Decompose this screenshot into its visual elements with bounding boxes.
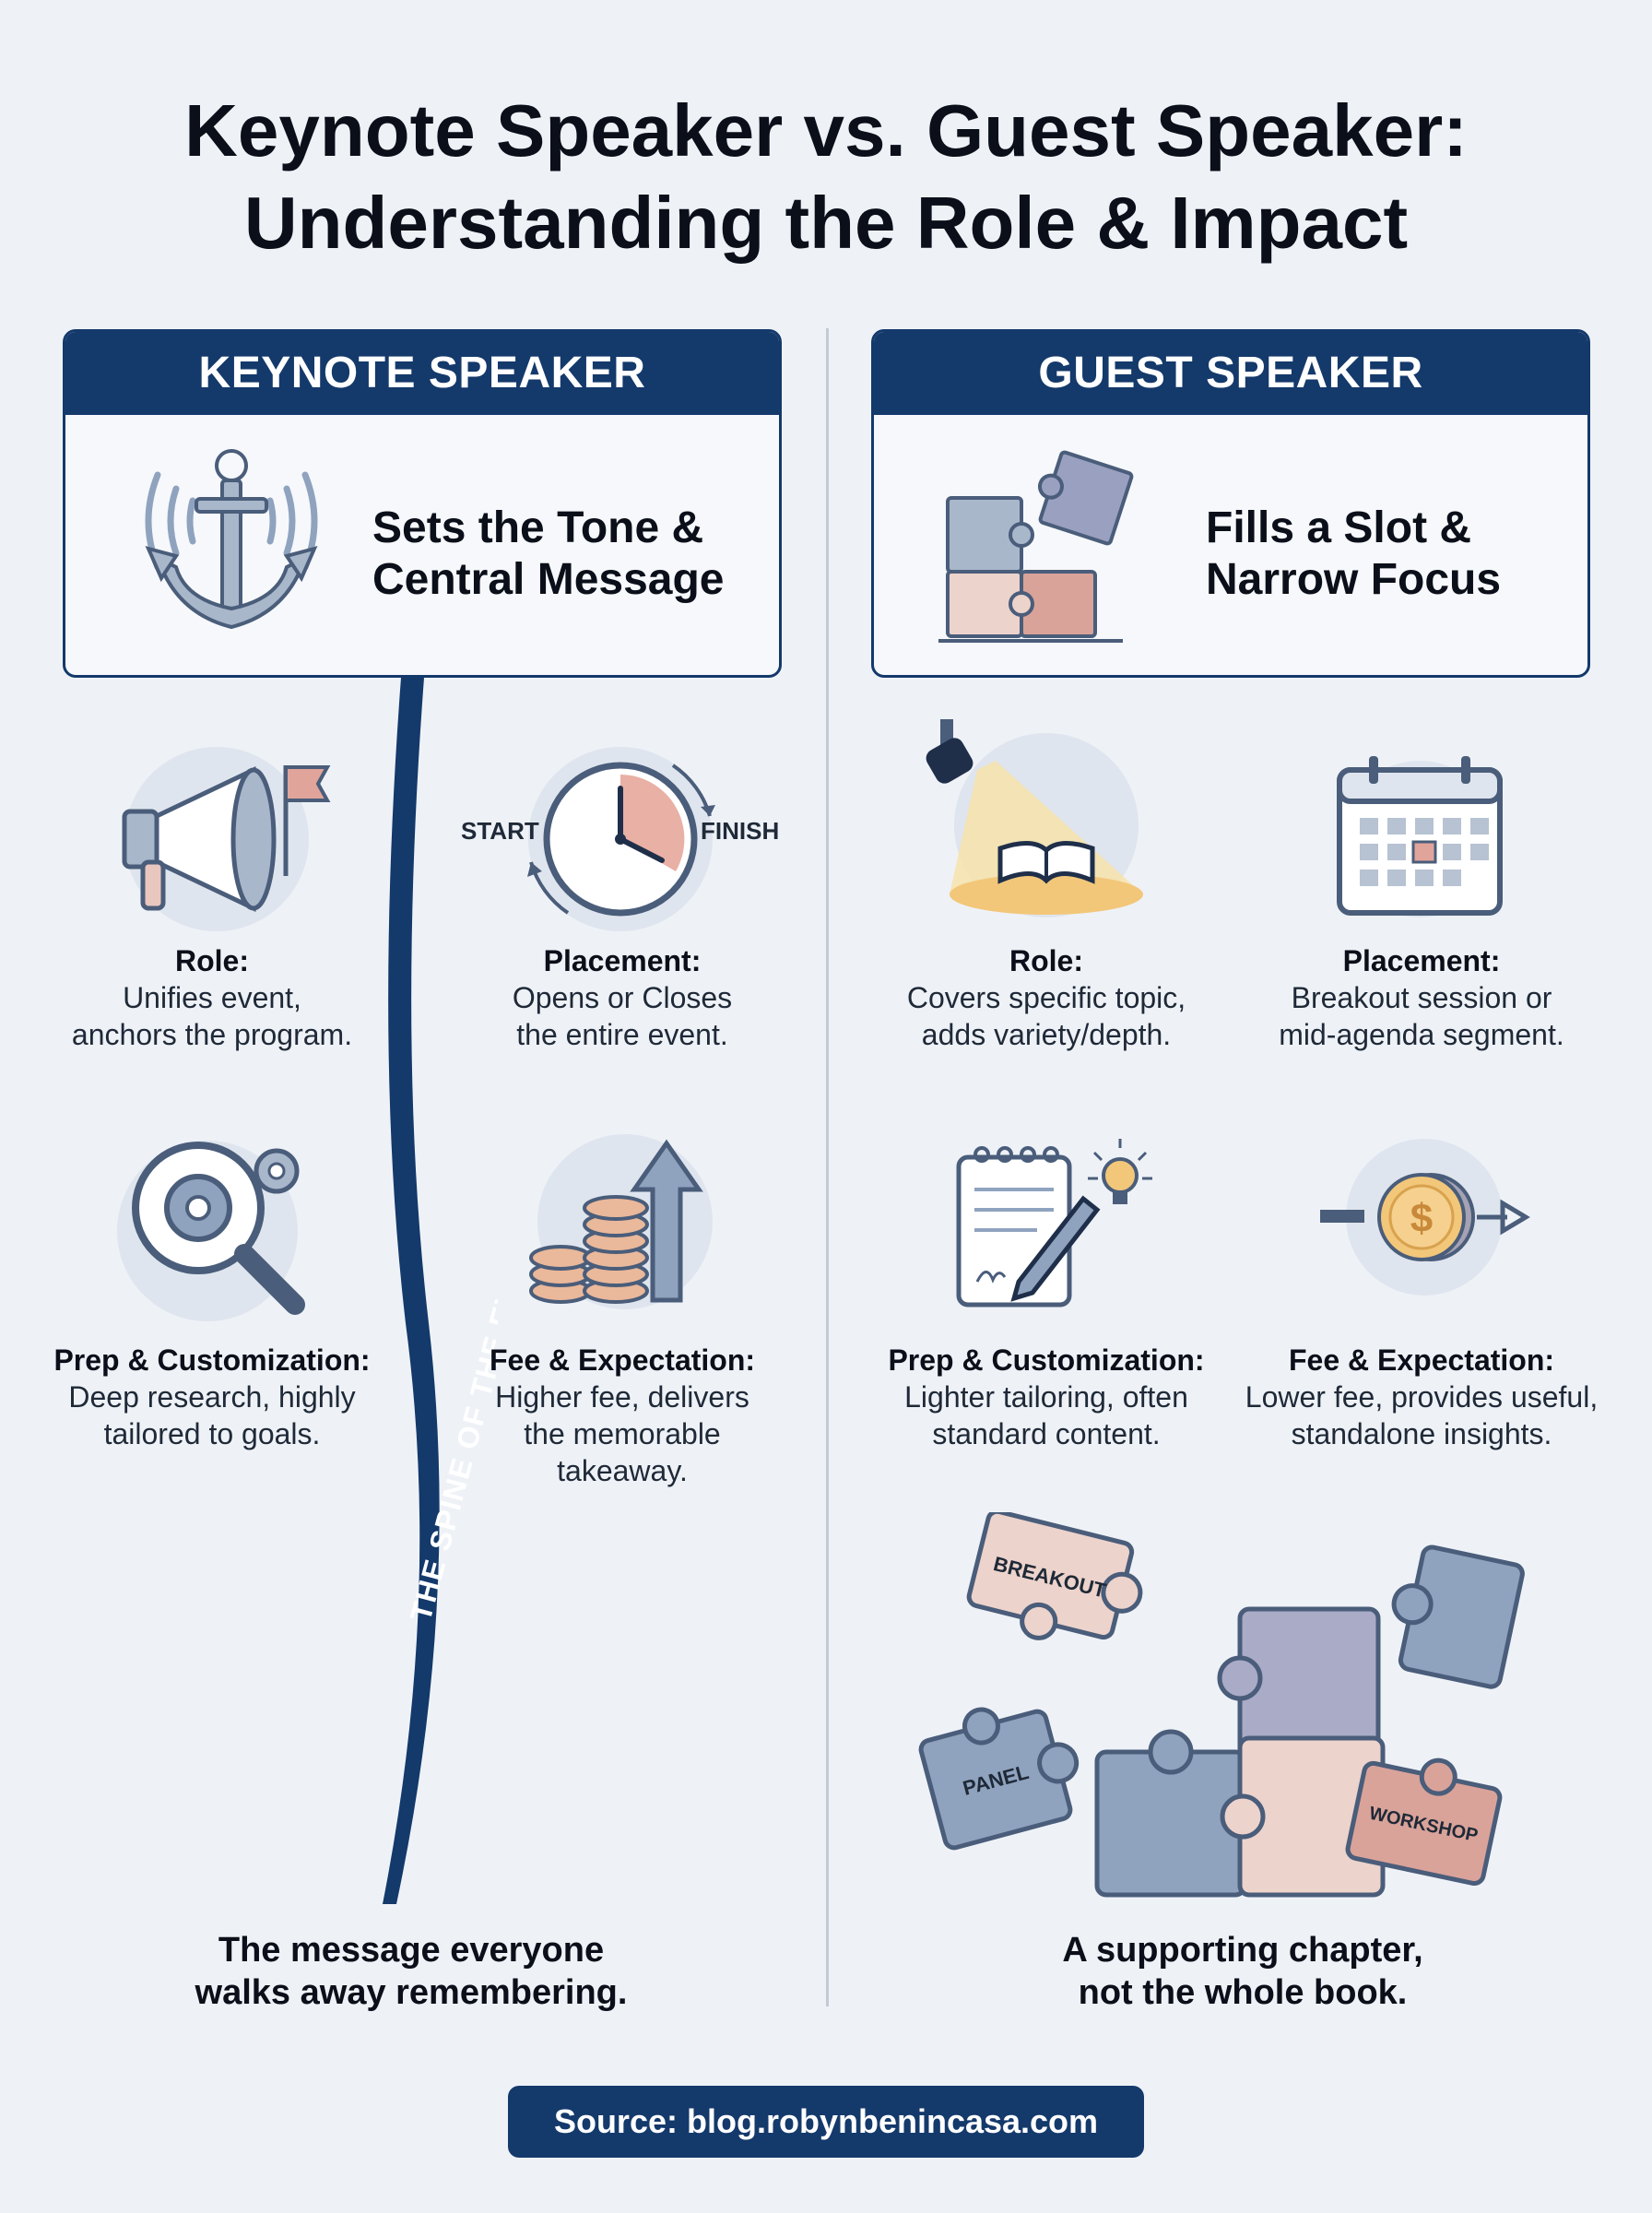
- guest-tagline: Fills a Slot & Narrow Focus: [1206, 503, 1502, 604]
- magnifier-gear-icon: [117, 1141, 305, 1321]
- puzzle-center-blush: [1220, 1735, 1386, 1898]
- guest-closing: A supporting chapter, not the whole book…: [1062, 1931, 1423, 2012]
- page-title: Keynote Speaker vs. Guest Speaker: Under…: [184, 89, 1468, 264]
- event-spine: THE SPINE OF THE EVENT: [383, 678, 498, 1904]
- guest-header: GUEST SPEAKER: [874, 332, 1587, 415]
- guest-prep-text: Prep & Customization: Lighter tailoring,…: [888, 1343, 1205, 1450]
- center-divider: [826, 328, 829, 2006]
- clock-icon: START FINISH: [461, 747, 779, 931]
- puzzle-cluster: BREAKOUT PANEL WORKSHOP: [918, 1512, 1525, 1898]
- keynote-header: KEYNOTE SPEAKER: [65, 332, 779, 415]
- keynote-fee-text: Fee & Expectation: Higher fee, delivers …: [489, 1343, 756, 1487]
- anchor-icon: [145, 449, 318, 630]
- keynote-prep-text: Prep & Customization: Deep research, hig…: [53, 1343, 371, 1450]
- puzzle-breakout: BREAKOUT: [966, 1512, 1143, 1640]
- keynote-placement-text: Placement: Opens or Closes the entire ev…: [512, 944, 733, 1051]
- coins-arrow-icon: [529, 1134, 713, 1309]
- keynote-role-text: Role: Unifies event, anchors the program…: [71, 944, 353, 1051]
- svg-text:$: $: [1410, 1196, 1433, 1241]
- puzzle-center-slate: [1094, 1729, 1247, 1898]
- calendar-icon: [1337, 756, 1503, 917]
- keynote-closing: The message everyone walks away remember…: [195, 1931, 628, 2012]
- puzzle-workshop: WORKSHOP: [1345, 1757, 1503, 1887]
- source-badge[interactable]: Source: blog.robynbenincasa.com: [508, 2086, 1144, 2158]
- spotlight-book-icon: [926, 719, 1143, 917]
- guest-header-card: GUEST SPEAKER Fills a Slot & Narrow Focu…: [871, 329, 1590, 678]
- finish-label: FINISH: [701, 817, 779, 845]
- megaphone-icon: [122, 747, 331, 931]
- notepad-lightbulb-icon: [956, 1139, 1152, 1308]
- puzzle-floating-slate: [1391, 1544, 1525, 1689]
- puzzle-panel: PANEL: [918, 1707, 1080, 1851]
- keynote-header-card: KEYNOTE SPEAKER Sets the Tone & Central …: [63, 329, 782, 678]
- start-label: START: [461, 817, 539, 845]
- keynote-tagline: Sets the Tone & Central Message: [372, 503, 725, 604]
- guest-fee-text: Fee & Expectation: Lower fee, provides u…: [1245, 1343, 1599, 1450]
- puzzle-pieces-icon: [938, 450, 1134, 643]
- guest-placement-text: Placement: Breakout session or mid-agend…: [1279, 944, 1564, 1051]
- coin-arrow-icon: $: [1320, 1139, 1530, 1296]
- guest-role-text: Role: Covers specific topic, adds variet…: [906, 944, 1186, 1051]
